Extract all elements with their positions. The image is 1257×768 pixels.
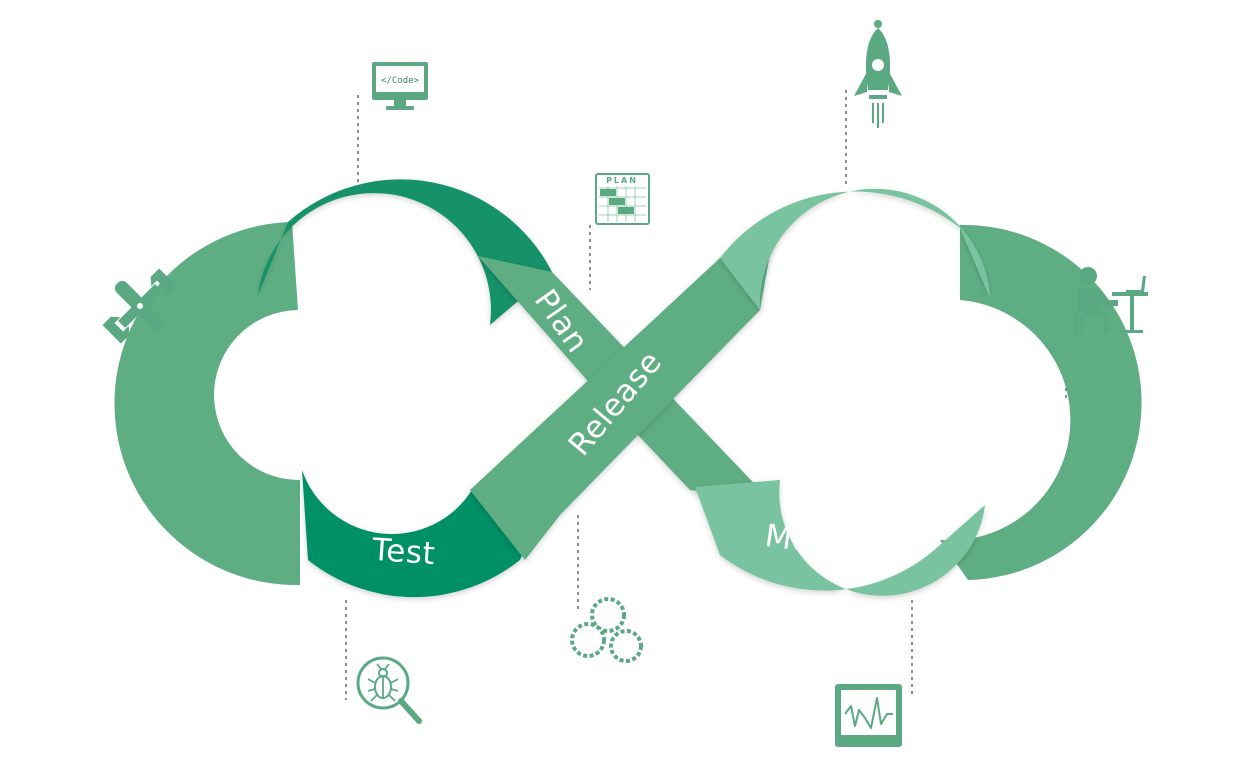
person-at-desk-icon bbox=[1074, 267, 1148, 333]
rocket-icon bbox=[854, 20, 902, 128]
segment-build bbox=[114, 222, 300, 586]
segment-release bbox=[470, 243, 772, 560]
plan-board-icon: PLAN bbox=[595, 173, 650, 225]
stage-label-code: Code bbox=[346, 222, 427, 258]
monitor-graph-icon bbox=[835, 684, 902, 747]
stage-label-deploy: Deploy bbox=[800, 215, 916, 270]
code-monitor-text: </Code> bbox=[381, 76, 420, 86]
segment-code bbox=[258, 179, 552, 325]
stage-labels: Code Build Test Plan Release Deploy Oper… bbox=[227, 215, 1046, 572]
code-monitor-icon: </Code> bbox=[372, 62, 428, 110]
segment-deploy bbox=[720, 188, 990, 310]
stage-label-test: Test bbox=[370, 532, 436, 572]
segment-monitor bbox=[695, 480, 985, 596]
stage-label-operate: Operate bbox=[998, 341, 1045, 473]
stage-label-build: Build bbox=[227, 358, 263, 438]
tools-icon bbox=[102, 268, 178, 344]
plan-board-text: PLAN bbox=[606, 176, 638, 185]
bug-magnifier-icon bbox=[356, 656, 422, 724]
gears-icon bbox=[570, 597, 643, 663]
